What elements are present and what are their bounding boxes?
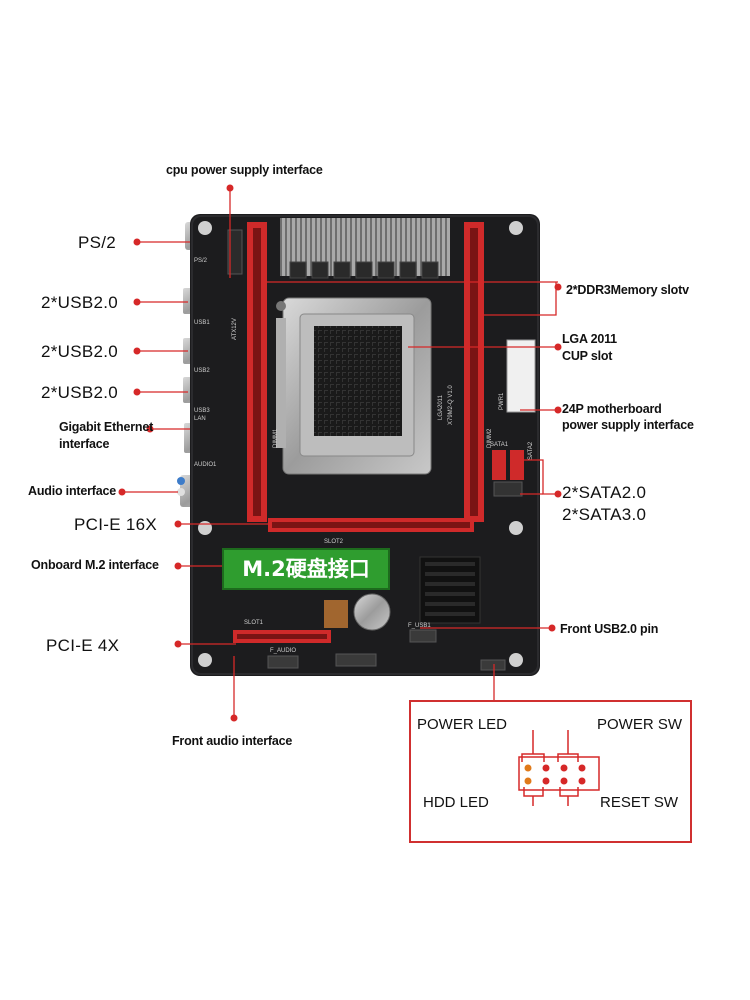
vrm-chokes — [289, 261, 439, 279]
label-ddr3: 2*DDR3Memory slotv — [566, 283, 689, 297]
front-panel-inset — [409, 700, 692, 843]
silk-audio: AUDIO1 — [194, 462, 217, 468]
dimm-slots — [247, 222, 484, 522]
callout-lines — [122, 188, 558, 718]
m2-banner: M.2硬盘接口 — [222, 548, 390, 590]
cmos-battery — [353, 593, 391, 631]
label-reset-sw: RESET SW — [600, 794, 679, 811]
label-lga-2: CUP slot — [562, 349, 613, 363]
label-24p-1: 24P motherboard — [562, 402, 662, 416]
label-power-led: POWER LED — [417, 716, 508, 733]
label-sata3: 2*SATA3.0 — [562, 505, 647, 524]
silk-atx: ATX12V — [232, 318, 238, 340]
callout-dots — [118, 184, 562, 722]
label-gigabit-1: Gigabit Ethernet — [59, 420, 154, 434]
label-audio: Audio interface — [28, 484, 116, 498]
silk-sata1: SATA1 — [490, 442, 509, 448]
label-24p-2: power supply interface — [562, 418, 694, 432]
cpu-socket — [276, 297, 432, 475]
silk-dimm2: DIMM2 — [487, 428, 493, 448]
label-cpu-power: cpu power supply interface — [166, 163, 323, 177]
label-usb-2: 2*USB2.0 — [41, 342, 119, 361]
power-and-sata-connectors — [227, 229, 536, 497]
silk-slot1: SLOT1 — [244, 620, 264, 626]
silk-pwr: PWR1 — [499, 392, 505, 410]
label-gigabit-2: interface — [59, 437, 110, 451]
silk-usb1: USB1 — [194, 320, 210, 326]
label-hdd-led: HDD LED — [423, 794, 489, 811]
label-front-usb: Front USB2.0 pin — [560, 622, 659, 636]
silk-chipset-1: LGA2011 — [438, 394, 444, 420]
silk-lan: LAN — [194, 416, 206, 422]
silk-usb3: USB3 — [194, 408, 210, 414]
silk-slot2: SLOT2 — [324, 539, 344, 545]
label-sata2: 2*SATA2.0 — [562, 483, 647, 502]
label-ps2: PS/2 — [78, 233, 117, 252]
label-power-sw: POWER SW — [597, 716, 682, 733]
silk-usb2: USB2 — [194, 368, 210, 374]
silk-ps2: PS/2 — [194, 258, 208, 264]
silk-faudio: F_AUDIO — [270, 648, 296, 654]
silk-chipset-2: X79M2-Q V1.0 — [448, 385, 454, 425]
silk-fusb: F_USB1 — [408, 623, 431, 629]
label-onboard-m2: Onboard M.2 interface — [31, 558, 159, 572]
front-headers — [267, 629, 506, 671]
silk-dimm1: DIMM1 — [273, 428, 279, 448]
label-usb-1: 2*USB2.0 — [41, 293, 119, 312]
label-front-audio: Front audio interface — [172, 734, 293, 748]
front-panel-pinout — [518, 730, 600, 806]
silk-sata2: SATA2 — [528, 441, 534, 460]
label-pcie-4x: PCI-E 4X — [46, 636, 120, 655]
label-pcie-16x: PCI-E 16X — [74, 515, 158, 534]
label-usb-3: 2*USB2.0 — [41, 383, 119, 402]
label-lga-1: LGA 2011 — [562, 332, 617, 346]
